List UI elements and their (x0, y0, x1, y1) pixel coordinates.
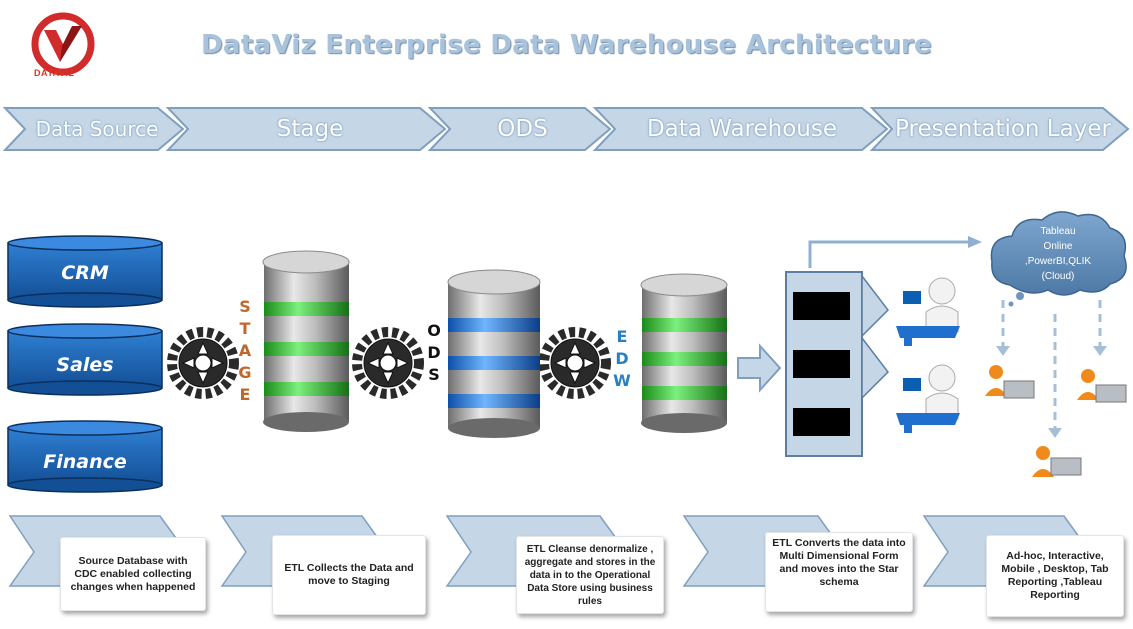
letter: E (616, 327, 628, 346)
source-crm-label: CRM (61, 262, 109, 284)
letter: D (615, 349, 629, 368)
laptop-user-icon (985, 365, 1035, 399)
laptop-user-icon (1077, 369, 1127, 403)
stage-label-ods: ODS (497, 116, 548, 142)
dataviz-logo (31, 12, 95, 76)
edw-vertical-label: E D W (613, 326, 631, 392)
source-cylinders (7, 235, 163, 493)
cloud-icon (990, 211, 1127, 307)
source-finance-label: Finance (43, 451, 127, 473)
stage-label-stage: Stage (276, 116, 344, 142)
stage-label-data-warehouse: Data Warehouse (646, 116, 838, 142)
user-desk-icon (896, 364, 960, 433)
cloud-line: (Cloud) (1041, 271, 1075, 282)
laptop-user-icon (1032, 446, 1082, 477)
dashed-arrows (1001, 300, 1102, 428)
cloud-line: Online (1043, 241, 1073, 252)
source-crm: CRM (8, 252, 162, 292)
cloud-line: ,PowerBI,QLIK (1024, 256, 1092, 267)
letter: S (239, 297, 251, 316)
stage-database (262, 250, 350, 432)
stage-label-presentation-layer: Presentation Layer (895, 116, 1111, 142)
letter: E (239, 385, 251, 404)
description-ods: ETL Cleanse denormalize , aggregate and … (516, 536, 664, 614)
letter: A (238, 341, 252, 360)
letter: O (427, 321, 441, 340)
ods-database (447, 269, 541, 438)
gear-icon (167, 327, 611, 399)
stage-label-data-source: Data Source (35, 117, 159, 141)
star-schema-panel (785, 271, 889, 457)
description-data-warehouse: ETL Converts the data into Multi Dimensi… (765, 532, 913, 612)
description-stage: ETL Collects the Data and move to Stagin… (272, 535, 426, 615)
source-sales-label: Sales (56, 354, 114, 376)
page-title: DataViz Enterprise Data Warehouse Archit… (201, 30, 932, 60)
letter: T (239, 319, 251, 338)
arrow-right-icon (737, 343, 782, 393)
ods-vertical-label: O D S (425, 320, 443, 386)
stage-arrow-bar (2, 107, 1130, 151)
description-presentation: Ad-hoc, Interactive, Mobile , Desktop, T… (986, 535, 1124, 617)
edw-database (640, 273, 728, 433)
source-sales: Sales (8, 340, 162, 380)
description-data-source: Source Database with CDC enabled collect… (60, 537, 206, 611)
letter: D (427, 343, 441, 362)
source-finance: Finance (8, 437, 162, 477)
letter: G (238, 363, 252, 382)
letter: W (613, 371, 631, 390)
cloud-text: Tableau Online ,PowerBI,QLIK (Cloud) (1008, 224, 1108, 284)
connector-arrow (808, 240, 972, 268)
cloud-line: Tableau (1040, 226, 1076, 237)
stage-vertical-label: S T A G E (236, 296, 254, 406)
logo-text: DATAVIZ (34, 68, 75, 78)
user-desk-icon (896, 277, 960, 346)
letter: S (428, 365, 440, 384)
